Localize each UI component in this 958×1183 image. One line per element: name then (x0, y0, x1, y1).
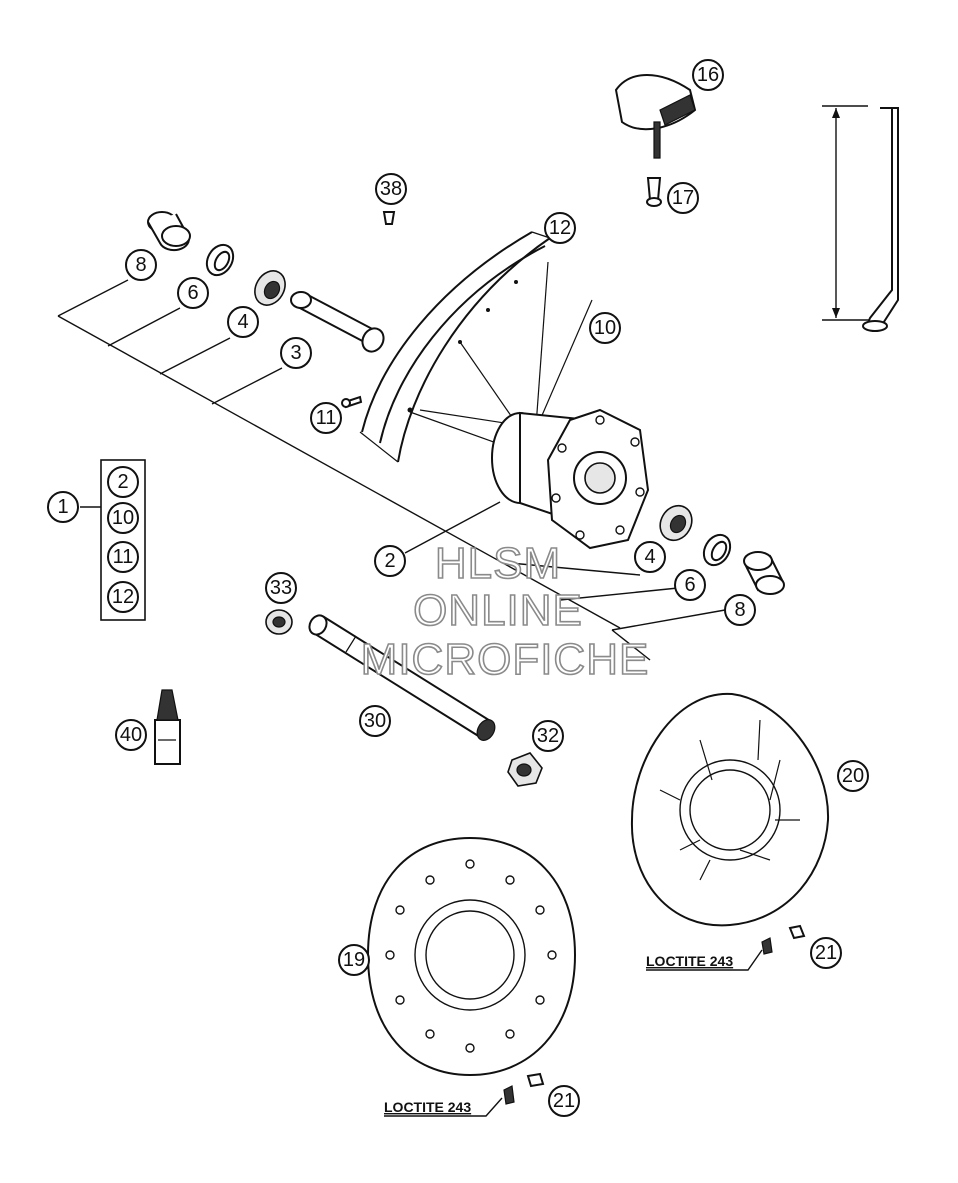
spacer-part-8-left[interactable] (147, 211, 191, 252)
callout-11[interactable]: 11 (310, 402, 342, 434)
callout-38[interactable]: 38 (375, 173, 407, 205)
svg-text:12: 12 (112, 586, 134, 608)
valve-cap-part-16[interactable] (614, 74, 697, 159)
seal-part-6-right[interactable] (699, 530, 736, 570)
valve-nut-part-17[interactable] (646, 177, 662, 207)
svg-text:12: 12 (549, 217, 571, 239)
disc-screw-part-21-lower[interactable] (503, 1072, 545, 1105)
svg-text:10: 10 (112, 507, 134, 529)
svg-text:3: 3 (290, 342, 301, 364)
callout-3[interactable]: 3 (280, 337, 312, 369)
spacer-part-8-right[interactable] (743, 551, 785, 595)
svg-text:10: 10 (594, 317, 616, 339)
axle-nut-part-32[interactable] (507, 752, 543, 787)
svg-text:6: 6 (684, 574, 695, 596)
svg-text:32: 32 (537, 725, 559, 747)
svg-text:16: 16 (697, 64, 719, 86)
distance-tube-part-3[interactable] (290, 291, 388, 355)
svg-text:2: 2 (117, 471, 128, 493)
callout-20[interactable]: 20 (837, 760, 869, 792)
spoke-nipple-part-11[interactable] (341, 395, 363, 409)
svg-text:1: 1 (57, 496, 68, 518)
svg-text:21: 21 (553, 1090, 575, 1112)
svg-text:17: 17 (672, 187, 694, 209)
loctite-note-lower: LOCTITE 243 (384, 1097, 503, 1117)
grease-tube-part-40[interactable] (154, 689, 181, 765)
callout-30[interactable]: 30 (359, 705, 391, 737)
callout-10[interactable]: 10 (589, 312, 621, 344)
callout-1[interactable]: 1 (47, 491, 79, 523)
callout-8-right[interactable]: 8 (724, 594, 756, 626)
seal-part-6-left[interactable] (202, 240, 239, 280)
callout-32[interactable]: 32 (532, 720, 564, 752)
svg-text:4: 4 (237, 311, 248, 333)
callout-16[interactable]: 16 (692, 59, 724, 91)
svg-text:21: 21 (815, 942, 837, 964)
callout-11-kit[interactable]: 11 (107, 541, 139, 573)
brake-disc-part-20[interactable] (630, 692, 830, 927)
callout-2-kit[interactable]: 2 (107, 466, 139, 498)
callout-17[interactable]: 17 (667, 182, 699, 214)
svg-text:8: 8 (734, 599, 745, 621)
callout-10-kit[interactable]: 10 (107, 502, 139, 534)
callout-12-kit[interactable]: 12 (107, 581, 139, 613)
callout-8-left[interactable]: 8 (125, 249, 157, 281)
callout-2[interactable]: 2 (374, 545, 406, 577)
svg-text:4: 4 (644, 546, 655, 568)
svg-text:11: 11 (316, 407, 337, 429)
callout-40[interactable]: 40 (115, 719, 147, 751)
svg-text:33: 33 (270, 577, 292, 599)
svg-text:LOCTITE 243: LOCTITE 243 (384, 1099, 471, 1115)
nipple-part-38[interactable] (382, 211, 396, 225)
svg-text:MICROFICHE: MICROFICHE (361, 635, 650, 684)
disc-screw-part-21-upper[interactable] (761, 924, 806, 955)
watermark: HLSM ONLINE MICROFICHE (360, 538, 650, 685)
collar-part-33[interactable] (265, 609, 293, 635)
svg-text:8: 8 (135, 254, 146, 276)
callout-12[interactable]: 12 (544, 212, 576, 244)
leader-lines (57, 279, 726, 661)
svg-text:19: 19 (343, 949, 365, 971)
callout-21-lower[interactable]: 21 (548, 1085, 580, 1117)
svg-text:38: 38 (380, 178, 402, 200)
svg-text:ONLINE: ONLINE (413, 586, 583, 635)
hub-part-2[interactable] (491, 408, 650, 550)
brake-disc-part-19[interactable] (366, 836, 577, 1077)
loctite-note-upper: LOCTITE 243 (646, 949, 763, 971)
callout-4-left[interactable]: 4 (227, 306, 259, 338)
callout-21-upper[interactable]: 21 (810, 937, 842, 969)
svg-text:20: 20 (842, 765, 864, 787)
svg-text:11: 11 (113, 546, 134, 568)
svg-text:6: 6 (187, 282, 198, 304)
callout-6-right[interactable]: 6 (674, 569, 706, 601)
bearing-part-4-left[interactable] (249, 265, 291, 310)
tire-valve-stem[interactable] (822, 105, 899, 332)
axle-part-30[interactable] (306, 612, 498, 743)
callout-19[interactable]: 19 (338, 944, 370, 976)
callout-4-right[interactable]: 4 (634, 541, 666, 573)
callout-33[interactable]: 33 (265, 572, 297, 604)
bearing-part-4-right[interactable] (654, 500, 698, 546)
callout-6-left[interactable]: 6 (177, 277, 209, 309)
svg-text:HLSM: HLSM (435, 539, 561, 588)
svg-text:LOCTITE 243: LOCTITE 243 (646, 953, 733, 969)
svg-text:40: 40 (120, 724, 142, 746)
rim-part-12[interactable] (359, 231, 551, 463)
svg-text:2: 2 (384, 550, 395, 572)
svg-text:30: 30 (364, 710, 386, 732)
